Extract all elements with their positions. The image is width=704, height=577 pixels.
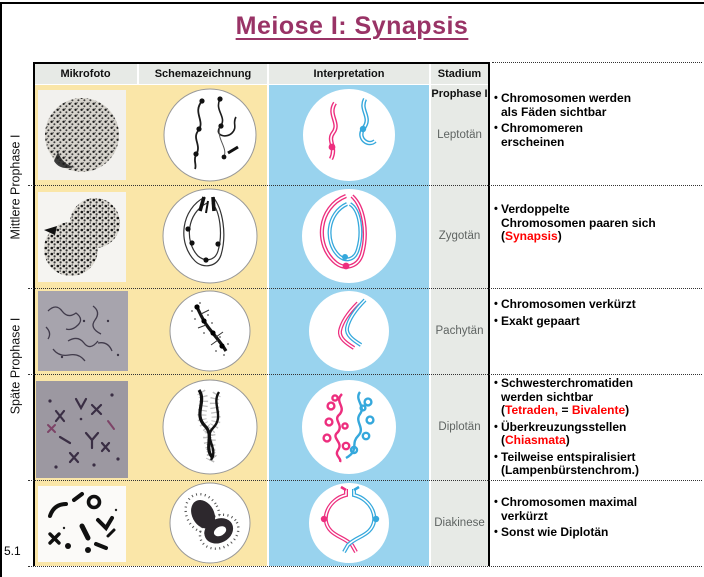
row-divider: [28, 288, 702, 289]
header-mikrofoto-label: Mikrofoto: [60, 67, 111, 80]
stage-label-diakinese: Diakinese: [434, 517, 485, 529]
table-bottom-divider: [28, 566, 702, 567]
stadium-subheader: Prophase I: [431, 88, 488, 100]
row-divider: [492, 62, 702, 63]
pachytan-micrograph: [38, 291, 128, 371]
zygotan-interpretation: [302, 189, 396, 283]
group-label-spaete-prophase: Späte Prophase I: [8, 317, 23, 414]
note-bullet: •Sonst wie Diplotän: [494, 525, 609, 539]
row-divider: [28, 374, 702, 375]
header-schemazeichnung: Schemazeichnung: [139, 63, 267, 84]
stage-label-pachytan: Pachytän: [435, 325, 484, 337]
group-label-mittlere-prophase: Mittlere Prophase I: [8, 134, 23, 239]
zygotan-schematic: [162, 188, 258, 284]
page-title: Meiose I: Synapsis: [235, 12, 469, 40]
note-bullet: •Teilweise entspiralisiert(Lampenbürsten…: [494, 449, 640, 477]
slide-number: 5.1: [4, 544, 21, 558]
diakinese-micrograph: [38, 486, 126, 562]
stadium-panel: [431, 85, 488, 566]
zygotan-micrograph: [38, 192, 126, 282]
header-interpretation: Interpretation: [269, 63, 429, 84]
header-mikrofoto: Mikrofoto: [34, 63, 137, 84]
diplotan-schematic: [162, 379, 258, 475]
header-schemazeichnung-label: Schemazeichnung: [154, 67, 252, 80]
table-border: [33, 62, 490, 566]
notes-pachytan: •Chromosomen verkürzt •Exakt gepaart: [494, 297, 702, 331]
header-stadium-label: Stadium: [437, 67, 482, 80]
leptotan-interpretation: [303, 89, 395, 181]
stage-label-zygotan: Zygotän: [438, 230, 481, 242]
diakinese-schematic: [169, 482, 251, 564]
header-stadium: Stadium: [431, 63, 488, 84]
leptotan-schematic: [163, 88, 257, 182]
row-divider: [28, 185, 702, 186]
pachytan-interpretation: [309, 291, 389, 371]
title-row: Meiose I: Synapsis: [0, 12, 704, 41]
page-left-border: [0, 2, 2, 577]
stage-label-diplotan: Diplotän: [438, 421, 481, 433]
page-top-border: [2, 2, 704, 4]
note-bullet: •Exakt gepaart: [494, 313, 580, 328]
note-bullet: •Überkreuzungsstellen(Chiasmata): [494, 419, 627, 447]
diplotan-interpretation: [302, 380, 396, 474]
row-divider: [28, 480, 702, 481]
diakinese-interpretation: [309, 483, 389, 563]
diplotan-micrograph: [36, 381, 128, 478]
note-bullet: •Chromosomen verkürzt: [494, 297, 636, 311]
leptotan-micrograph: [38, 90, 126, 180]
header-interpretation-label: Interpretation: [313, 67, 385, 80]
stage-label-leptotan: Leptotän: [437, 129, 482, 141]
pachytan-schematic: [169, 290, 251, 372]
